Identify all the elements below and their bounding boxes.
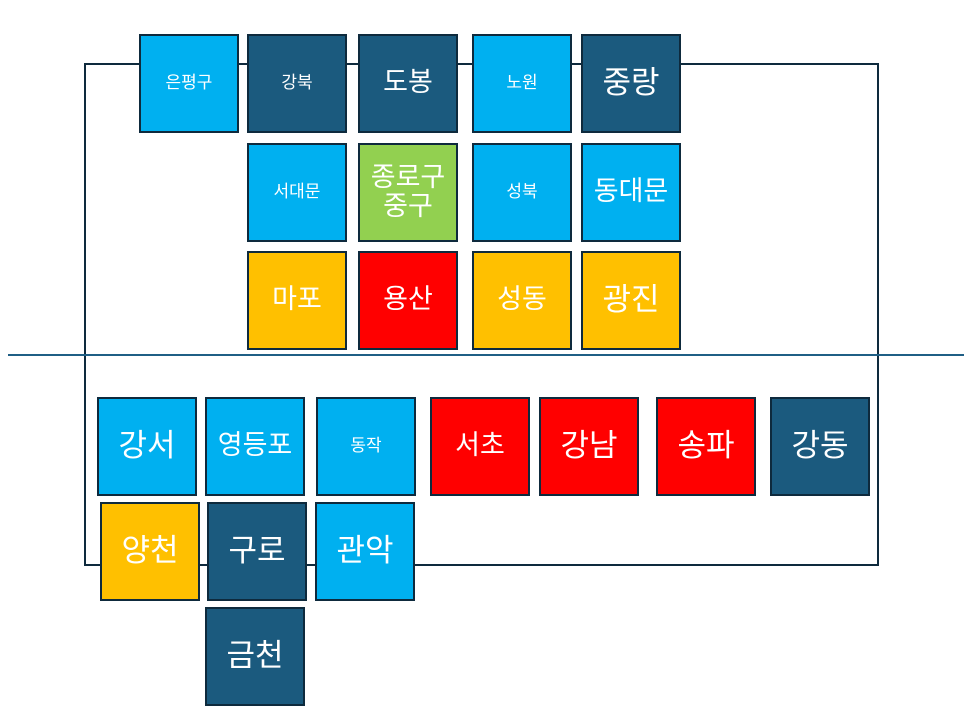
district-geumcheon: 금천: [205, 607, 305, 706]
district-seocho: 서초: [430, 397, 530, 496]
district-guro: 구로: [207, 502, 307, 601]
district-yongsan: 용산: [358, 251, 458, 350]
district-songpa: 송파: [656, 397, 756, 496]
district-jungnang: 중랑: [581, 34, 681, 133]
district-gangseo: 강서: [97, 397, 197, 496]
district-dongjak: 동작: [316, 397, 416, 496]
district-gwangjin: 광진: [581, 251, 681, 350]
district-mapo: 마포: [247, 251, 347, 350]
district-seongbuk: 성북: [472, 143, 572, 242]
district-yangcheon: 양천: [100, 502, 200, 601]
district-nowon: 노원: [472, 34, 572, 133]
district-dobong: 도봉: [358, 34, 458, 133]
district-gwanak: 관악: [315, 502, 415, 601]
district-seongdong: 성동: [472, 251, 572, 350]
district-seodaemun: 서대문: [247, 143, 347, 242]
district-gangbuk: 강북: [247, 34, 347, 133]
district-gangdong: 강동: [770, 397, 870, 496]
district-jongno-jung: 종로구 중구: [358, 143, 458, 242]
han-river-line: [8, 354, 964, 356]
district-dongdaemun: 동대문: [581, 143, 681, 242]
district-gangnam: 강남: [539, 397, 639, 496]
district-yeongdeungpo: 영등포: [205, 397, 305, 496]
district-eunpyeong: 은평구: [139, 34, 239, 133]
